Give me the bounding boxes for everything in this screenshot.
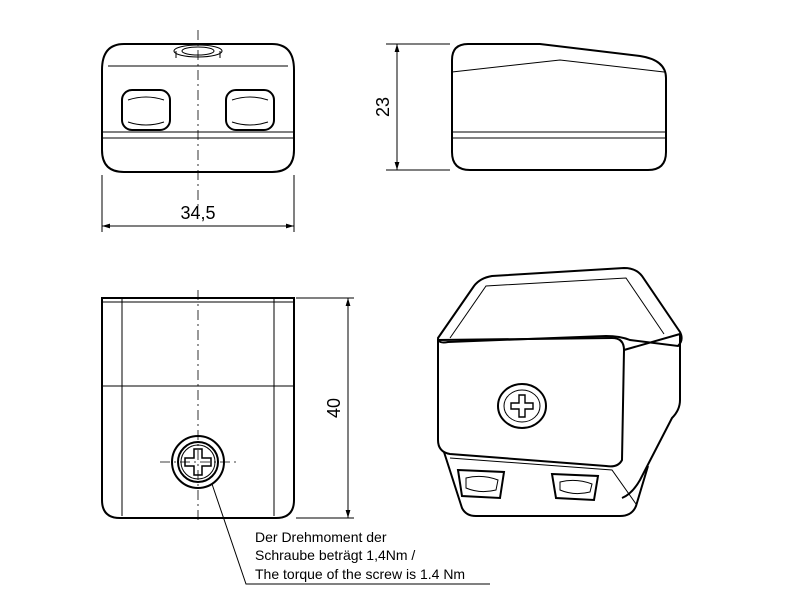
iso-cable-opening-left (456, 468, 506, 500)
front-view: 34,5 (101, 30, 295, 232)
torque-note: Der Drehmoment der Schraube beträgt 1,4N… (255, 529, 465, 582)
note-line-2: Schraube beträgt 1,4Nm / (255, 547, 415, 563)
isometric-view (436, 266, 683, 517)
cable-opening-right (225, 89, 275, 131)
top-view: 40 (101, 290, 490, 585)
note-line-3: The torque of the screw is 1.4 Nm (255, 566, 465, 582)
iso-cable-opening-right (550, 472, 600, 502)
length-dimension-label: 40 (324, 398, 344, 418)
phillips-cross-icon-iso (510, 394, 534, 418)
phillips-cross-icon (184, 448, 212, 476)
width-dimension: 34,5 (101, 175, 295, 232)
screw-head-iso (497, 383, 547, 429)
width-dimension-label: 34,5 (180, 203, 215, 223)
note-leader-line (211, 483, 490, 585)
height-dimension: 23 (373, 43, 450, 171)
screw-head-top-view (171, 435, 225, 489)
cable-opening-left (121, 89, 171, 131)
length-dimension: 40 (296, 297, 354, 519)
height-dimension-label: 23 (373, 97, 393, 117)
side-view: 23 (373, 43, 667, 171)
note-line-1: Der Drehmoment der (255, 529, 387, 545)
